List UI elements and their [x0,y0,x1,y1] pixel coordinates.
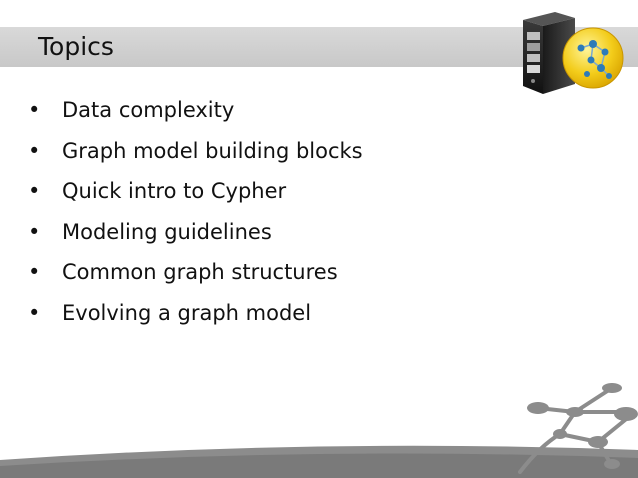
bullet-icon: • [28,300,41,325]
slide-title: Topics [38,32,114,61]
bullet-icon: • [28,98,41,122]
bullet-text: Quick intro to Cypher [62,179,287,203]
bullet-text: Graph model building blocks [62,138,363,163]
bullet-icon: • [28,219,41,244]
graph-network-decoration-icon [0,383,638,478]
bullet-text: Modeling guidelines [62,219,272,244]
server-with-graph-logo-icon [523,12,624,94]
bullet-icon: • [28,179,41,203]
bullet-text: Common graph structures [62,260,338,284]
bullet-icon: • [28,138,41,163]
bullet-icon: • [28,260,41,284]
bullet-text: Evolving a graph model [62,300,312,325]
bullet-text: Data complexity [62,98,235,122]
